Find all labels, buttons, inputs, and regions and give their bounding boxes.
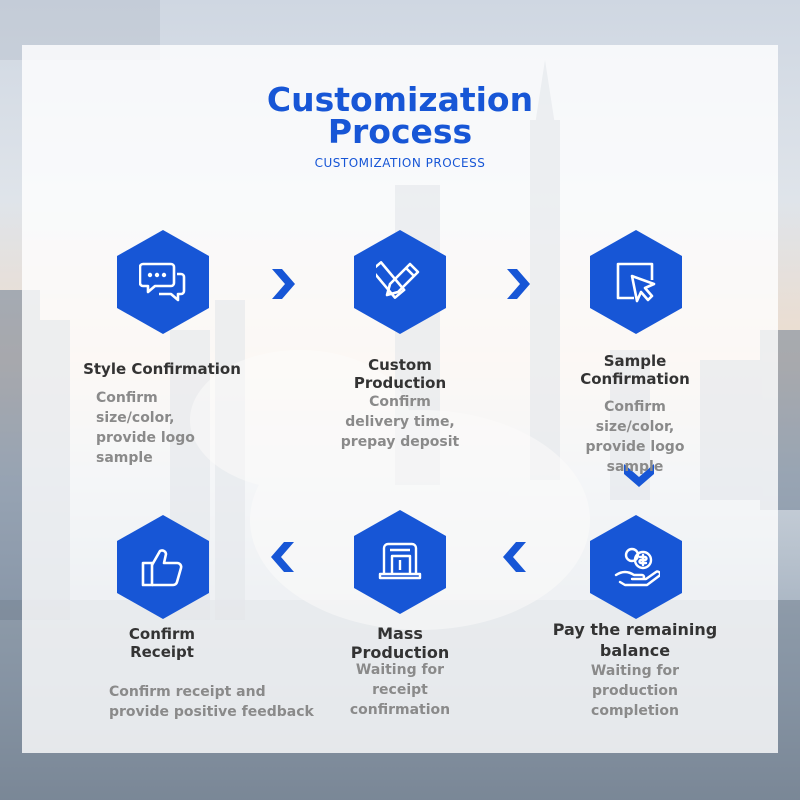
cursor-click-icon: [616, 262, 656, 303]
pencil-ruler-icon: [376, 261, 420, 299]
step-1-hexagon: [117, 230, 209, 334]
chat-bubbles-icon: [139, 262, 186, 302]
arrow-right-icon: [507, 269, 530, 299]
step-3-hexagon: [590, 230, 682, 334]
step-1-title: Style Confirmation: [83, 360, 241, 378]
step-2-hexagon: [354, 230, 446, 334]
page-subtitle: CUSTOMIZATION PROCESS: [314, 156, 486, 170]
page-title-line1: Customization: [266, 80, 534, 119]
arrow-right-icon: [272, 269, 295, 299]
sewing-machine-icon: [378, 542, 422, 580]
page-title-line2: Process: [327, 112, 473, 151]
thumbs-up-icon: [141, 549, 183, 587]
hand-coin-icon: [614, 547, 660, 587]
arrow-left-icon: [271, 542, 294, 572]
step-5-hexagon: [354, 510, 446, 614]
step-4-hexagon: [590, 515, 682, 619]
arrow-left-icon: [503, 542, 526, 572]
arrow-down-icon: [624, 464, 654, 487]
content-panel: [22, 45, 778, 753]
step-6-hexagon: [117, 515, 209, 619]
